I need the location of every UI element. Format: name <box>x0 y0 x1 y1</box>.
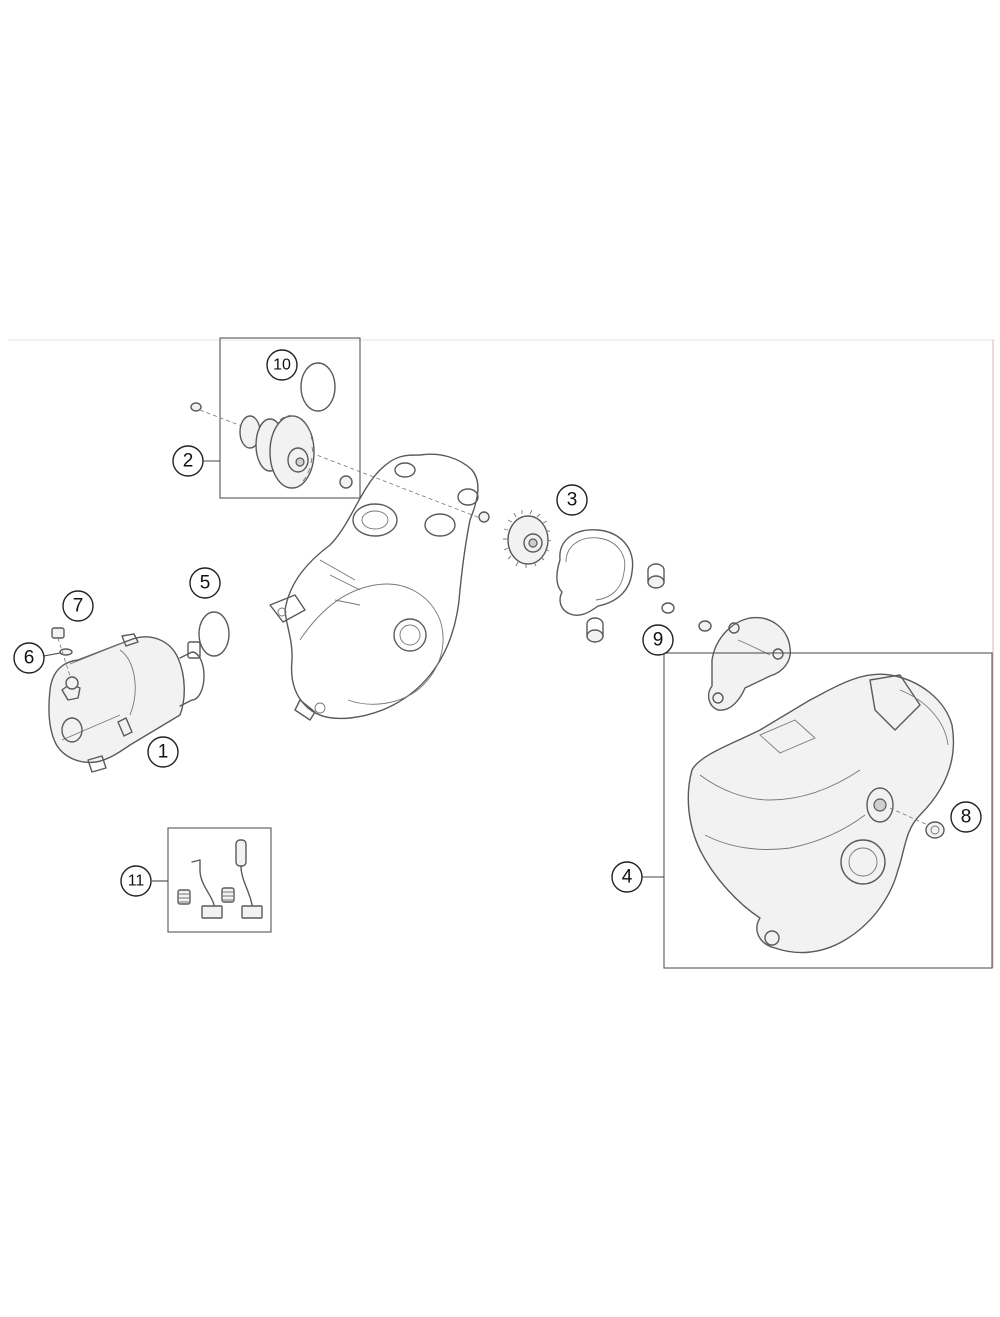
callout-1: 1 <box>147 736 179 768</box>
callout-6: 6 <box>13 642 45 674</box>
o-ring-9 <box>661 602 675 614</box>
washer-small-left <box>190 402 202 412</box>
starter-motor-1 <box>48 633 205 773</box>
washer-8-hole <box>930 825 940 835</box>
callout-9-label: 9 <box>653 630 664 651</box>
bearing-cover-plate <box>707 616 791 711</box>
cap-7 <box>51 627 65 639</box>
ignition-cover-housing <box>269 453 479 721</box>
callout-5-label: 5 <box>200 573 211 594</box>
callout-8: 8 <box>950 801 982 833</box>
dowel-sleeve-lower <box>586 617 604 643</box>
callout-6-label: 6 <box>24 648 35 669</box>
gasket-3-inner <box>565 537 626 601</box>
callout-11: 11 <box>120 865 152 897</box>
intermediate-gear-3 <box>503 509 552 568</box>
callout-4-label: 4 <box>622 867 633 888</box>
callout-10-label: 10 <box>273 357 291 374</box>
washer-right <box>478 511 490 523</box>
callout-8-label: 8 <box>961 807 972 828</box>
o-ring-10 <box>300 362 336 412</box>
callout-7: 7 <box>62 590 94 622</box>
bushing-2 <box>339 475 353 489</box>
carbon-brush-kit-box <box>167 827 272 933</box>
callout-7-label: 7 <box>73 596 84 617</box>
callout-3-label: 3 <box>567 490 578 511</box>
washer-9b <box>698 620 712 632</box>
outer-ignition-cover-4 <box>687 673 955 954</box>
callout-2: 2 <box>172 445 204 477</box>
callout-3: 3 <box>556 484 588 516</box>
o-ring-5 <box>198 611 230 657</box>
callout-1-label: 1 <box>158 742 169 763</box>
callout-9: 9 <box>642 624 674 656</box>
callout-10: 10 <box>266 349 298 381</box>
callout-5: 5 <box>189 567 221 599</box>
washer-8 <box>925 821 945 839</box>
callout-2-label: 2 <box>183 451 194 472</box>
callout-11-label: 11 <box>128 873 145 890</box>
washer-6 <box>59 648 73 656</box>
callout-4: 4 <box>611 861 643 893</box>
outer-cover-kit-box <box>663 652 993 969</box>
axis-line-8 <box>889 807 931 827</box>
starter-drive-gear <box>239 414 315 489</box>
gasket-3 <box>556 529 634 616</box>
dowel-sleeve-upper <box>647 563 665 589</box>
carbon-brush-set-11 <box>177 839 263 919</box>
leader-6 <box>43 652 61 657</box>
